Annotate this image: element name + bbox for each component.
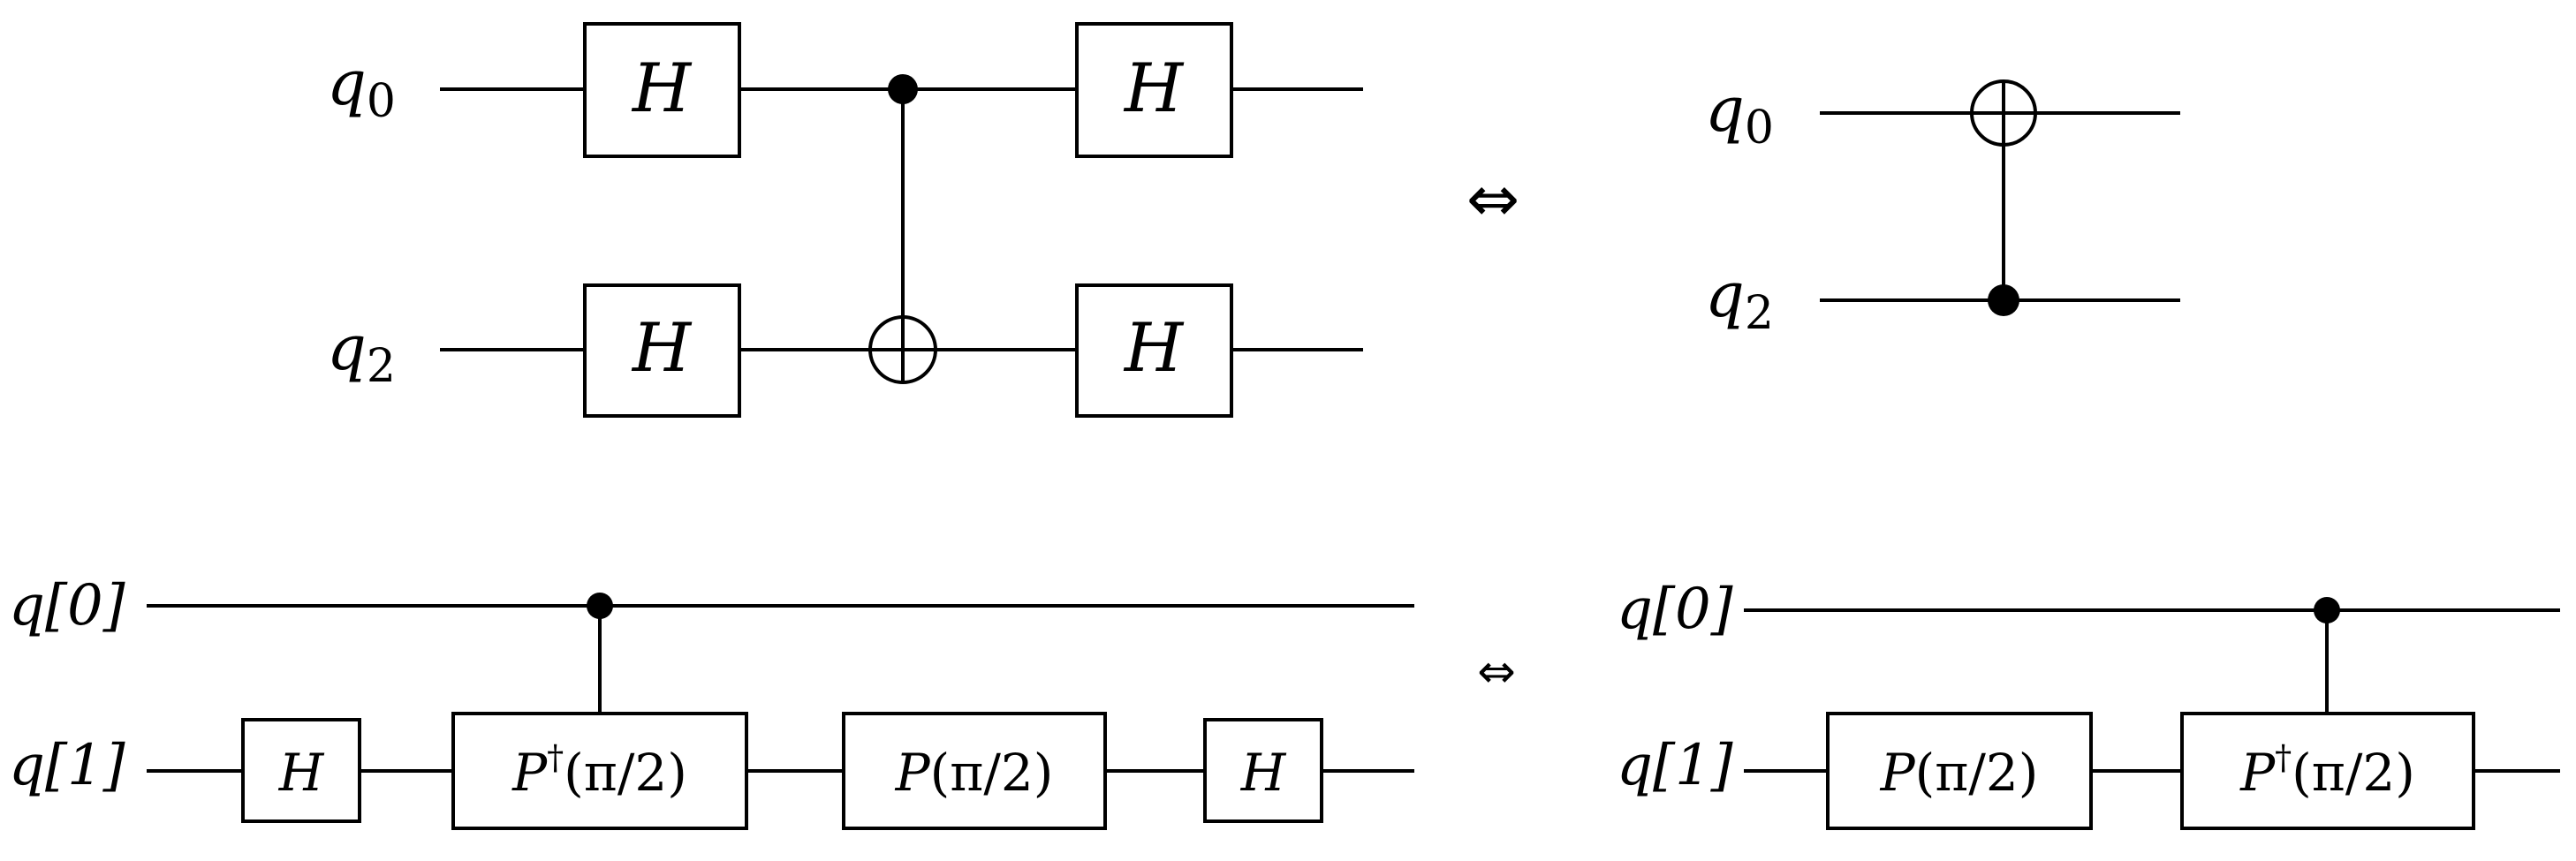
p-dagger-gate-right: P†(π/2) <box>2180 712 2475 830</box>
qubit-label-q-1-right: q[1] <box>1617 733 1734 798</box>
hadamard-gate-q2-2: H <box>1075 283 1233 418</box>
hadamard-gate-q0-2: H <box>1075 22 1233 158</box>
svg-text:H: H <box>1123 308 1185 387</box>
hadamard-gate-q1-1: H <box>241 718 361 823</box>
svg-text:P†(π/2): P†(π/2) <box>511 738 687 803</box>
qubit-label-q-0: q[0] <box>9 573 126 638</box>
qubit-label-q0-right: q0 <box>1705 73 1774 155</box>
cnot-gate-reversed <box>1970 79 2037 316</box>
hadamard-gate-q0-1: H <box>583 22 741 158</box>
svg-text:H: H <box>1240 743 1287 803</box>
top-right-circuit: q0 q2 <box>1705 73 2180 340</box>
p-gate-right: P(π/2) <box>1826 712 2093 830</box>
hadamard-gate-q1-2: H <box>1203 718 1323 823</box>
control-dot <box>888 74 918 104</box>
svg-text:P†(π/2): P†(π/2) <box>2239 738 2415 803</box>
qubit-label-q2-right: q2 <box>1705 259 1774 340</box>
control-dot <box>1988 284 2019 316</box>
bottom-left-circuit: q[0] q[1] H P†(π/2) P(π/2) H <box>9 573 1414 830</box>
top-left-circuit: q0 q2 H H H H <box>327 22 1363 418</box>
p-dagger-gate: P†(π/2) <box>451 712 748 830</box>
hadamard-gate-q2-1: H <box>583 283 741 418</box>
bottom-right-circuit: q[0] q[1] P(π/2) P†(π/2) <box>1617 577 2560 830</box>
qubit-label-q0: q0 <box>327 47 396 128</box>
svg-text:H: H <box>631 308 693 387</box>
svg-text:H: H <box>631 49 693 127</box>
p-gate: P(π/2) <box>842 712 1107 830</box>
equivalence-symbol-top: ⇔ <box>1466 162 1519 236</box>
svg-text:H: H <box>278 743 325 803</box>
svg-text:P(π/2): P(π/2) <box>1880 743 2039 803</box>
svg-text:P(π/2): P(π/2) <box>895 743 1054 803</box>
qubit-label-q-1: q[1] <box>9 733 126 798</box>
cnot-gate <box>868 74 937 384</box>
equivalence-symbol-bottom: ⇔ <box>1477 646 1516 699</box>
qubit-label-q-0-right: q[0] <box>1617 577 1734 642</box>
qubit-label-q2: q2 <box>327 312 396 393</box>
svg-text:H: H <box>1123 49 1185 127</box>
control-dot <box>2314 597 2340 623</box>
control-dot <box>587 593 613 619</box>
